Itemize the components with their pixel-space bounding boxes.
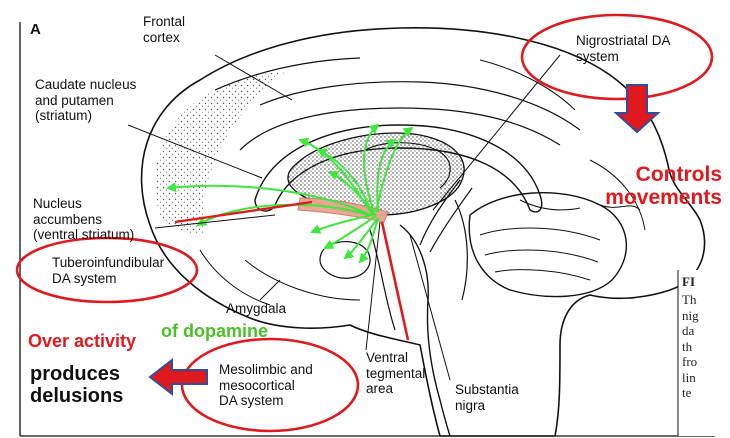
caption-line: th [682, 339, 699, 355]
caption-lines: Th nig da th fro lin te [682, 292, 699, 401]
panel-letter: A [30, 22, 41, 38]
label-nucleus-accumbens: Nucleus accumbens (ventral striatum) [33, 196, 134, 243]
label-frontal-cortex: Frontal cortex [143, 14, 185, 45]
red-line-vta [382, 222, 408, 340]
annotation-produces-delusions: produces delusions [30, 363, 123, 407]
left-arrow [150, 360, 207, 394]
label-vta: Ventral tegmental area [366, 350, 425, 397]
caption-line: da [682, 323, 699, 339]
caption-fi: FI [682, 274, 695, 290]
caption-line: nig [682, 308, 699, 324]
annotation-controls-movements: Controls movements [590, 163, 722, 209]
down-arrow [616, 85, 658, 132]
caption-line: Th [682, 292, 699, 308]
caption-line: te [682, 385, 699, 401]
label-mesolimbic: Mesolimbic and mesocortical DA system [219, 362, 313, 409]
brainstem [400, 225, 450, 436]
label-amygdala: Amygdala [226, 301, 286, 317]
label-substantia-nigra: Substantia nigra [455, 382, 519, 413]
label-nigrostriatal: Nigrostriatal DA system [576, 33, 671, 64]
annotation-over-activity: Over activity [28, 332, 136, 352]
annotation-of-dopamine: of dopamine [161, 322, 268, 342]
caption-line: lin [682, 370, 699, 386]
caption-line: fro [682, 354, 699, 370]
label-tuberoinfundibular: Tuberoinfundibular DA system [52, 255, 164, 286]
label-caudate: Caudate nucleus and putamen (striatum) [35, 77, 136, 124]
